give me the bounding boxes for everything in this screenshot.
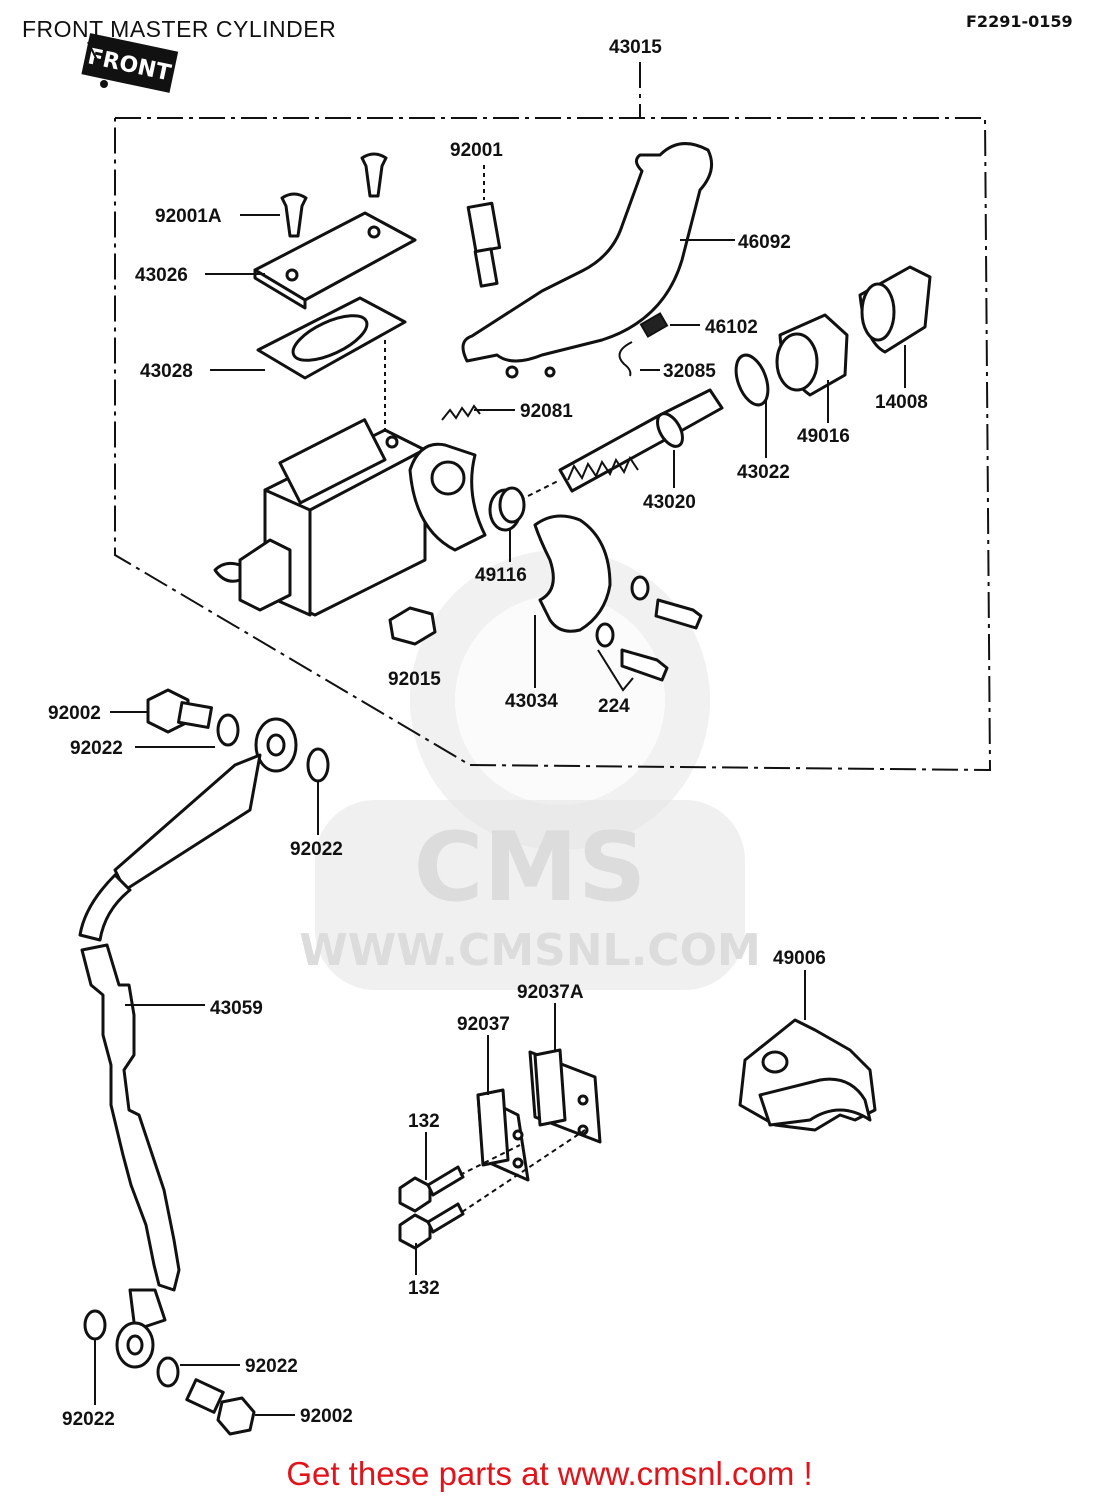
dust-boot-14008 xyxy=(858,265,932,354)
label-92022-c: 92022 xyxy=(245,1356,298,1377)
clamp-43034 xyxy=(533,514,612,633)
label-92037: 92037 xyxy=(457,1014,510,1035)
label-32085: 32085 xyxy=(663,361,716,382)
watermark-brand: CMS xyxy=(414,813,647,923)
watermark-url: WWW.CMSNL.COM xyxy=(299,925,761,976)
part-labels: 43015 92001 92001A 46092 43026 46102 430… xyxy=(48,37,928,1430)
bleeder-92001 xyxy=(466,201,502,288)
label-224: 224 xyxy=(598,696,630,717)
label-92022-b: 92022 xyxy=(290,839,343,860)
label-43059: 43059 xyxy=(210,998,263,1019)
label-49116: 49116 xyxy=(475,565,527,586)
banjo-bolt-92002-top xyxy=(146,688,240,747)
cup-49116 xyxy=(488,486,526,532)
label-92022-d: 92022 xyxy=(62,1409,115,1430)
label-92002-top: 92002 xyxy=(48,703,101,724)
leader-lines xyxy=(94,214,906,1416)
brake-hose-43059 xyxy=(78,717,298,1369)
label-46102: 46102 xyxy=(705,317,758,338)
washer-92022-c xyxy=(83,1309,107,1341)
cms-watermark: CMS WWW.CMSNL.COM xyxy=(299,550,761,990)
label-46092: 46092 xyxy=(738,232,791,253)
label-43026: 43026 xyxy=(135,265,188,286)
pin-46102 xyxy=(639,312,669,338)
cover-49006 xyxy=(738,1018,877,1132)
front-badge: FRONT xyxy=(81,33,179,93)
collar-49016 xyxy=(775,313,849,397)
label-92001: 92001 xyxy=(450,140,503,161)
spring-92081 xyxy=(441,404,481,421)
screw-92001a xyxy=(280,152,388,238)
bolts-224 xyxy=(595,575,703,692)
label-43034: 43034 xyxy=(505,691,558,712)
label-132-bottom: 132 xyxy=(408,1278,440,1299)
brake-lever-46092 xyxy=(461,142,714,363)
label-14008: 14008 xyxy=(875,392,928,413)
label-92081: 92081 xyxy=(520,401,573,422)
nut-92015 xyxy=(388,606,437,646)
assembly-boundary xyxy=(114,117,992,772)
footer-link[interactable]: Get these parts at www.cmsnl.com ! xyxy=(286,1455,813,1492)
washer-43022 xyxy=(734,353,770,407)
master-cylinder-body xyxy=(213,418,487,617)
label-92037a: 92037A xyxy=(517,982,584,1003)
label-43020: 43020 xyxy=(643,492,696,513)
label-43028: 43028 xyxy=(140,361,193,382)
label-132-top: 132 xyxy=(408,1111,440,1132)
banjo-bolt-92002-bottom xyxy=(185,1378,256,1436)
label-43015: 43015 xyxy=(609,37,662,58)
label-92022-a: 92022 xyxy=(70,738,123,759)
page-title: FRONT MASTER CYLINDER xyxy=(22,16,337,42)
washer-92022-a xyxy=(306,747,330,783)
label-49006: 49006 xyxy=(773,948,826,969)
label-49016: 49016 xyxy=(797,426,850,447)
washer-92022-d xyxy=(156,1356,180,1388)
holder-92037 xyxy=(476,1048,602,1182)
label-92001a: 92001A xyxy=(155,206,222,227)
label-43022: 43022 xyxy=(737,462,790,483)
clip-32085 xyxy=(618,341,633,377)
piston-43020 xyxy=(558,388,724,493)
bolts-132 xyxy=(398,1165,465,1250)
diagram-code: F2291-0159 xyxy=(966,12,1073,31)
label-92015: 92015 xyxy=(388,669,441,690)
label-92002-bottom: 92002 xyxy=(300,1406,353,1427)
